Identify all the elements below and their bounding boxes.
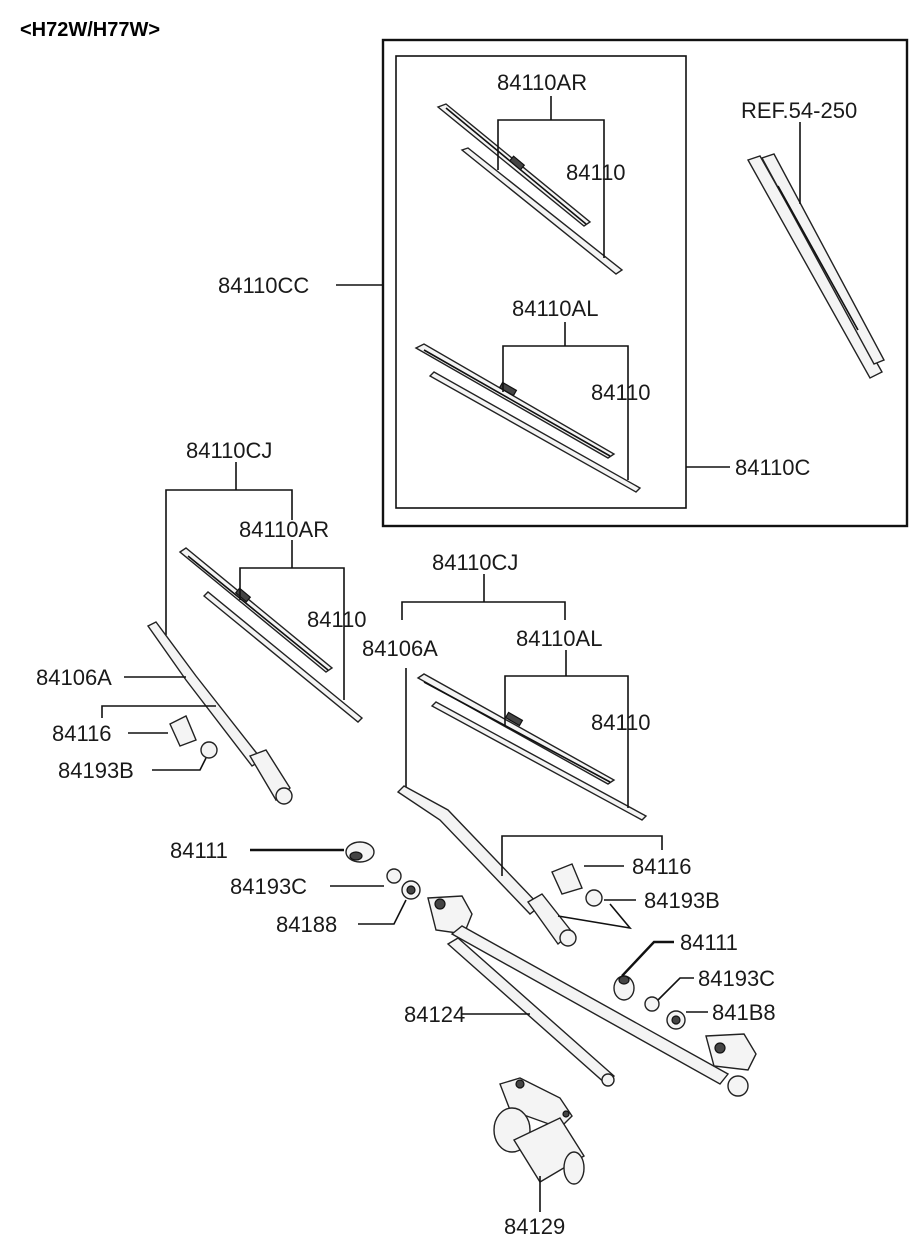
nut-84188-left bbox=[401, 880, 421, 900]
bracket-84110cj-left bbox=[165, 489, 293, 635]
label-84129: 84129 bbox=[504, 1214, 565, 1239]
nut-84193b-right bbox=[585, 889, 603, 907]
label-84110cj-right: 84110CJ bbox=[432, 550, 518, 575]
washer-84193c-right bbox=[644, 996, 660, 1012]
label-84110ar-box: 84110AR bbox=[497, 70, 587, 95]
blade-al-in-box bbox=[414, 343, 642, 493]
outer-frame bbox=[381, 38, 909, 528]
label-84110al-box: 84110AL bbox=[512, 296, 598, 321]
reference-blade bbox=[746, 153, 885, 379]
wiper-arm-right bbox=[396, 785, 577, 947]
label-84111-left: 84111 bbox=[170, 838, 228, 863]
label-84193c-left: 84193C bbox=[230, 874, 307, 899]
cap-84116-left bbox=[169, 715, 197, 747]
label-84106a-left: 84106A bbox=[36, 665, 112, 690]
blade-ar-in-box bbox=[436, 103, 624, 275]
pivot-cap-84111-right bbox=[613, 975, 635, 1001]
blade-ar-left bbox=[178, 547, 364, 723]
nut-841b8-right bbox=[666, 1010, 686, 1030]
diagram-title: <H72W/H77W> bbox=[20, 19, 160, 41]
label-84116-right: 84116 bbox=[632, 854, 692, 879]
nut-84193b-left bbox=[200, 741, 218, 759]
label-84110cj-left: 84110CJ bbox=[186, 438, 272, 463]
label-84188-left: 84188 bbox=[276, 912, 337, 937]
label-84110-left: 84110 bbox=[307, 607, 367, 632]
cap-84116-right bbox=[551, 863, 583, 895]
label-841b8-right: 841B8 bbox=[712, 1000, 776, 1025]
label-84124: 84124 bbox=[404, 1002, 465, 1027]
label-84110cc: 84110CC bbox=[218, 273, 309, 298]
wiper-arm-left bbox=[146, 621, 293, 805]
label-84110-box-a: 84110 bbox=[566, 160, 626, 185]
inner-frame bbox=[395, 55, 687, 509]
label-84110al-right: 84110AL bbox=[516, 626, 602, 651]
label-84106a-right: 84106A bbox=[362, 636, 438, 661]
blade-al-right bbox=[416, 673, 648, 821]
label-84193b-left: 84193B bbox=[58, 758, 134, 783]
label-84110ar-left: 84110AR bbox=[239, 517, 329, 542]
bracket-84110al-box bbox=[502, 345, 629, 480]
label-84111-right: 84111 bbox=[680, 930, 738, 955]
label-84110-box-b: 84110 bbox=[591, 380, 651, 405]
washer-84193c-left bbox=[386, 868, 402, 884]
wiper-motor bbox=[493, 1077, 585, 1185]
label-84110c: 84110C bbox=[735, 455, 811, 480]
label-84116-left: 84116 bbox=[52, 721, 112, 746]
pivot-cap-84111-left bbox=[345, 841, 375, 863]
label-84110-right: 84110 bbox=[591, 710, 651, 735]
bracket-84110cj-right bbox=[401, 601, 566, 620]
label-84193c-right: 84193C bbox=[698, 966, 775, 991]
bracket-84110al-right bbox=[504, 675, 629, 808]
label-ref-54-250: REF.54-250 bbox=[741, 98, 857, 123]
label-84193b-right: 84193B bbox=[644, 888, 720, 913]
wiper-linkage bbox=[427, 895, 757, 1097]
